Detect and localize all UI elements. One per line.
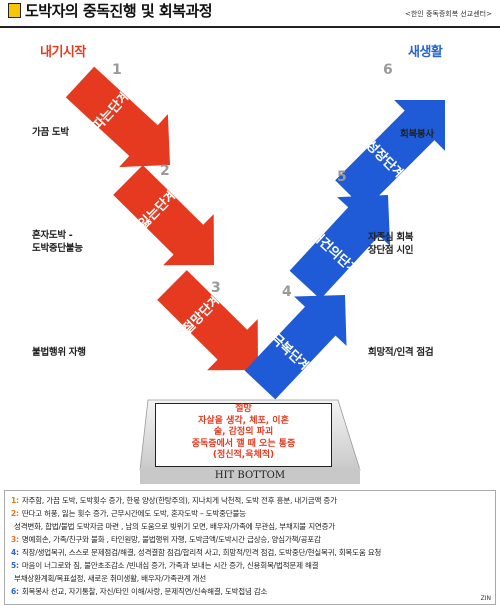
hit-bottom-label: HIT BOTTOM <box>214 470 286 481</box>
stage-number-5: 5 <box>337 169 347 185</box>
source-label: <한인 중독증회복 선교센터> <box>404 10 492 18</box>
legend-row: 6:회복봉사 선교, 자기통찰, 자신/타인 이해/사랑, 문제직면/신속해결,… <box>11 586 267 597</box>
despair-line: 절망 <box>235 404 252 414</box>
hit-bottom-bar <box>140 468 360 484</box>
despair-line: 중독증에서 깰 때 오는 통증 <box>191 438 296 449</box>
stage-label-1: 가끔 도박 <box>32 127 69 138</box>
stage-label-3: 불법행위 자행 <box>32 347 86 358</box>
stage-arrow-1 <box>65 66 170 168</box>
stage-arrow-4 <box>244 295 347 400</box>
corner-mark: ZIN <box>480 595 491 602</box>
stage-number-4: 4 <box>282 284 292 300</box>
despair-box: 절망 자살을 생각, 체포, 이혼 술, 감정의 파괴 중독증에서 깰 때 오는… <box>155 403 332 467</box>
page-title: 도박자의 중독진행 및 회복과정 <box>25 2 213 20</box>
despair-line: 자살을 생각, 체포, 이혼 <box>198 415 289 426</box>
legend-text: 딴다고 허풍, 잃는 횟수 증가, 근무시간에도 도박, 혼자도박 – 도박중단… <box>21 509 246 518</box>
stage-arrow-2 <box>113 165 214 266</box>
stage-arrow-5 <box>289 195 391 300</box>
stage-number-6: 6 <box>383 62 393 78</box>
legend-row: 부채상환계획/목표설정, 새로운 취미생활, 배우자/가족관계 개선 <box>11 573 206 584</box>
stage-number-2: 2 <box>160 163 170 179</box>
legend-number: 4: <box>11 548 19 557</box>
legend-row: 1:자주함, 가끔 도박, 도박횟수 증가, 한몫 양상(한탕주의), 지나치게… <box>11 495 337 506</box>
header: 도박자의 중독진행 및 회복과정 <한인 중독증회복 선교센터> <box>0 0 500 28</box>
stage-number-1: 1 <box>112 62 122 78</box>
stage-number-3: 3 <box>211 280 221 296</box>
legend-row: 성격변화, 합법/불법 도박자금 마련 , 남의 도움으로 빚위기 모면, 배우… <box>11 521 335 532</box>
legend-text: 마음이 너그로와 짐, 불안초조감소 /빈내심 증가, 가족과 보내는 시간 증… <box>21 561 319 570</box>
despair-line: (정신적,육체적) <box>212 450 275 460</box>
legend-row: 5:마음이 너그로와 짐, 불안초조감소 /빈내심 증가, 가족과 보내는 시간… <box>11 560 319 571</box>
legend-text: 부채상환계획/목표설정, 새로운 취미생활, 배우자/가족관계 개선 <box>14 574 206 583</box>
legend-text: 자주함, 가끔 도박, 도박횟수 증가, 한몫 양상(한탕주의), 지나치게 낙… <box>21 496 337 505</box>
heading-start: 내기시작 <box>40 45 86 60</box>
legend-row: 2:딴다고 허풍, 잃는 횟수 증가, 근무시간에도 도박, 혼자도박 – 도박… <box>11 508 246 519</box>
legend-number: 3: <box>11 535 19 544</box>
stage-label-2: 혼자도박 - 도박중단불능 <box>32 230 83 254</box>
legend-text: 회복봉사 선교, 자기통찰, 자신/타인 이해/사랑, 문제직면/신속해결, 도… <box>21 587 268 596</box>
stage-arrow-6 <box>335 100 445 210</box>
legend-text: 직장/생업복귀, 스스로 문제점검/해결, 성격결함 점검/합리적 사고, 희망… <box>21 548 382 557</box>
legend-number: 1: <box>11 496 19 505</box>
legend-row: 4:직장/생업복귀, 스스로 문제점검/해결, 성격결함 점검/합리적 사고, … <box>11 547 381 558</box>
legend-text: 성격변화, 합법/불법 도박자금 마련 , 남의 도움으로 빚위기 모면, 배우… <box>14 522 335 531</box>
legend-number: 5: <box>11 561 19 570</box>
heading-new-life: 새생활 <box>408 45 443 60</box>
legend-row: 3:명예회손, 가족/친구와 불화 , 타인원망, 불법행위 자행, 도박금액/… <box>11 534 321 545</box>
legend-box: 1:자주함, 가끔 도박, 도박횟수 증가, 한몫 양상(한탕주의), 지나치게… <box>4 490 496 605</box>
stage-arrow-3 <box>157 270 258 371</box>
stage-label-4: 희망적/인격 점검 <box>368 347 434 358</box>
despair-line: 술, 감정의 파괴 <box>213 427 274 437</box>
legend-number: 6: <box>11 587 19 596</box>
legend-number: 2: <box>11 509 19 518</box>
legend-text: 명예회손, 가족/친구와 불화 , 타인원망, 불법행위 자행, 도박금액/도박… <box>21 535 321 544</box>
title-marker <box>8 3 21 18</box>
stage-label-5: 자존심 회복 장단점 시인 <box>368 232 414 256</box>
stage-label-6: 회복봉사 <box>400 129 434 140</box>
